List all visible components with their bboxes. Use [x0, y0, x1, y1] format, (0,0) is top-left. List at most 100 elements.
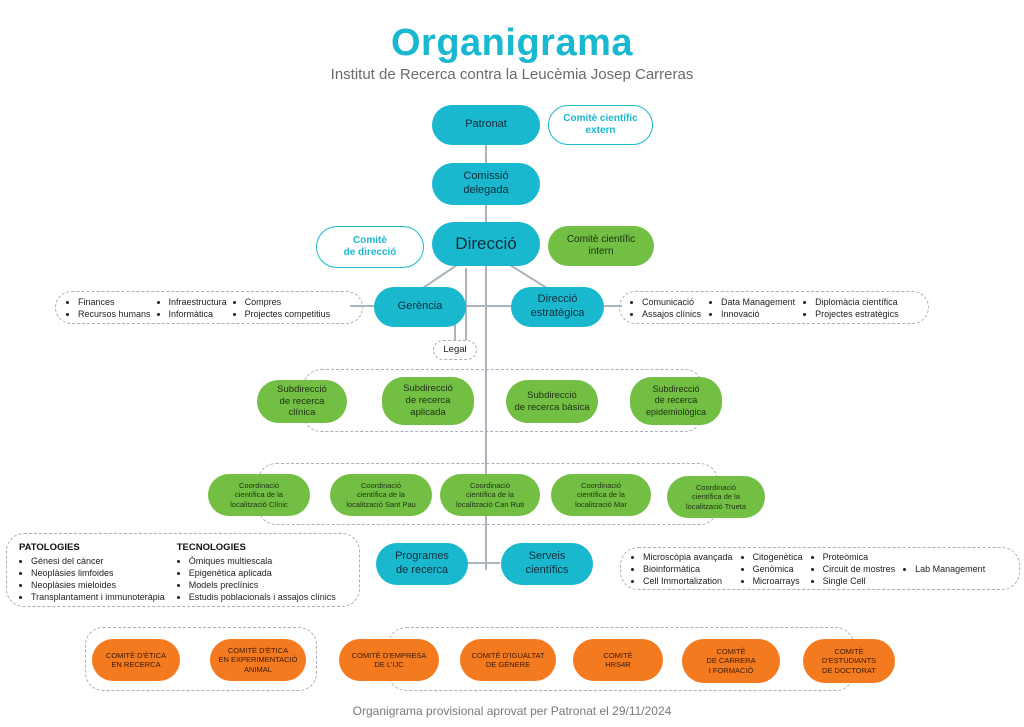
coordinacio-label: Coordinació científica de la localitzaci…: [575, 480, 627, 509]
legal-node[interactable]: Legal: [433, 340, 477, 360]
subdireccio-epidemiologica-node[interactable]: Subdirecció de recerca epidemiològica: [630, 377, 722, 425]
estrategica-col1: Comunicació Assajos clínics: [630, 296, 701, 320]
comite-label: Comitè d'ètica en experimentació animal: [218, 645, 298, 674]
gerencia-col3: Compres Projectes competitius: [233, 296, 331, 320]
serveis-node[interactable]: Serveis científics: [501, 543, 593, 585]
serveis-label: Serveis científics: [525, 550, 569, 576]
list-item: Cell Immortalization: [643, 575, 733, 587]
direccio-estrategica-label: Direcció estratègica: [530, 293, 585, 319]
list-item: Epigenètica aplicada: [189, 567, 336, 579]
comite-etica-recerca-node[interactable]: Comitè d'ètica en recerca: [92, 639, 180, 681]
comite-extern-node[interactable]: Comitè científic extern: [548, 105, 653, 145]
estrategica-list: Comunicació Assajos clínics Data Managem…: [619, 291, 929, 324]
programes-node[interactable]: Programes de recerca: [376, 543, 468, 585]
comite-intern-label: Comitè científic intern: [566, 233, 636, 258]
list-item: Citogenètica: [753, 551, 803, 563]
subdireccio-aplicada-node[interactable]: Subdirecció de recerca aplicada: [382, 377, 474, 425]
list-item: Finances: [78, 296, 151, 308]
coordinacio-trueta-node[interactable]: Coordinació científica de la localitzaci…: [667, 476, 765, 518]
comissio-label: Comissió delegada: [463, 170, 509, 196]
list-item: Informàtica: [169, 308, 227, 320]
list-item: Transplantament i immunoteràpia: [31, 591, 165, 603]
list-item: Gènesi del càncer: [31, 555, 165, 567]
list-item: Proteòmica: [823, 551, 896, 563]
comite-extern-label: Comitè científic extern: [563, 112, 638, 137]
footer-note: Organigrama provisional aprovat per Patr…: [352, 704, 672, 718]
patronat-node[interactable]: Patronat: [432, 105, 540, 145]
list-item: Single Cell: [823, 575, 896, 587]
list-item: Lab Management: [915, 563, 985, 575]
coordinacio-label: Coordinació científica de la localitzaci…: [346, 480, 416, 509]
comites-etica-group: [85, 627, 317, 691]
comite-etica-animal-node[interactable]: Comitè d'ètica en experimentació animal: [210, 639, 306, 681]
estrategica-col3: Diplomàcia científica Projectes estratèg…: [803, 296, 899, 320]
comite-label: Comitè de carrera i formació: [706, 646, 756, 675]
coordinacio-santpau-node[interactable]: Coordinació científica de la localitzaci…: [330, 474, 432, 516]
comite-igualtat-node[interactable]: Comitè d'igualtat de gènere: [460, 639, 556, 681]
patronat-label: Patronat: [465, 118, 507, 131]
list-item: Neoplàsies mieloides: [31, 579, 165, 591]
estrategica-col2: Data Management Innovació: [709, 296, 795, 320]
coordinacio-label: Coordinació científica de la localitzaci…: [685, 482, 747, 511]
gerencia-col2: Infraestructura Informàtica: [157, 296, 227, 320]
comite-label: Comitè HRS4R: [603, 650, 633, 669]
list-item: Microarrays: [753, 575, 803, 587]
list-item: Bioinformàtica: [643, 563, 733, 575]
coordinacio-canruti-node[interactable]: Coordinació científica de la localitzaci…: [440, 474, 540, 516]
subdireccio-basica-node[interactable]: Subdirecció de recerca bàsica: [506, 380, 598, 423]
coordinacio-label: Coordinació científica de la localitzaci…: [456, 480, 524, 509]
gerencia-list: Finances Recursos humans Infraestructura…: [55, 291, 363, 324]
coordinacio-clinic-node[interactable]: Coordinació científica de la localitzaci…: [208, 474, 310, 516]
comite-label: Comitè d'ètica en recerca: [105, 650, 167, 669]
comite-label: Comitè d'igualtat de gènere: [471, 650, 545, 669]
coordinacio-label: Coordinació científica de la localitzaci…: [230, 480, 288, 509]
comite-label: Comitè d'estudiants de doctorat: [821, 646, 877, 675]
list-item: Circuit de mostres: [823, 563, 896, 575]
tecnologies-list: Òmiques multiescala Epigenètica aplicada…: [177, 555, 336, 603]
gerencia-col1: Finances Recursos humans: [66, 296, 151, 320]
tecnologies-block: TECNOLOGIES Òmiques multiescala Epigenèt…: [177, 542, 336, 606]
tecnologies-title: TECNOLOGIES: [176, 542, 246, 553]
list-item: Compres: [245, 296, 331, 308]
subdireccio-label: Subdirecció de recerca bàsica: [514, 389, 590, 413]
direccio-node[interactable]: Direcció: [432, 222, 540, 266]
comissio-node[interactable]: Comissió delegada: [432, 163, 540, 205]
page-subtitle: Institut de Recerca contra la Leucèmia J…: [330, 66, 694, 83]
list-item: Genòmica: [753, 563, 803, 575]
list-item: Comunicació: [642, 296, 701, 308]
list-item: Neoplàsies limfoides: [31, 567, 165, 579]
list-item: Microscòpia avançada: [643, 551, 733, 563]
comite-intern-node[interactable]: Comitè científic intern: [548, 226, 654, 266]
gerencia-node[interactable]: Gerència: [374, 287, 466, 327]
programes-label: Programes de recerca: [395, 550, 449, 576]
list-item: Projectes estratègics: [815, 308, 899, 320]
serveis-col2: Citogenètica Genòmica Microarrays: [741, 551, 803, 587]
legal-label: Legal: [443, 344, 467, 356]
list-item: Estudis poblacionals i assajos clínics: [189, 591, 336, 603]
comite-direccio-label: Comitè de direcció: [343, 234, 397, 259]
patologies-title: PATOLOGIES: [19, 542, 80, 553]
programes-list: PATOLOGIES Gènesi del càncer Neoplàsies …: [6, 533, 360, 607]
comite-hrs4r-node[interactable]: Comitè HRS4R: [573, 639, 663, 681]
serveis-list: Microscòpia avançada Bioinformàtica Cell…: [620, 547, 1020, 590]
direccio-label: Direcció: [455, 234, 517, 254]
subdireccio-clinica-node[interactable]: Subdirecció de recerca clínica: [257, 380, 347, 423]
patologies-block: PATOLOGIES Gènesi del càncer Neoplàsies …: [19, 542, 165, 606]
list-item: Assajos clínics: [642, 308, 701, 320]
comite-direccio-node[interactable]: Comitè de direcció: [316, 226, 424, 268]
comite-carrera-node[interactable]: Comitè de carrera i formació: [682, 639, 780, 683]
serveis-col1: Microscòpia avançada Bioinformàtica Cell…: [631, 551, 733, 587]
comite-label: Comitè d'empresa de l'IJC: [351, 650, 427, 669]
direccio-estrategica-node[interactable]: Direcció estratègica: [511, 287, 604, 327]
list-item: Innovació: [721, 308, 795, 320]
list-item: Òmiques multiescala: [189, 555, 336, 567]
list-item: Models preclínics: [189, 579, 336, 591]
comite-empresa-node[interactable]: Comitè d'empresa de l'IJC: [339, 639, 439, 681]
comite-estudiants-node[interactable]: Comitè d'estudiants de doctorat: [803, 639, 895, 683]
subdireccio-label: Subdirecció de recerca aplicada: [403, 383, 453, 418]
list-item: Projectes competitius: [245, 308, 331, 320]
list-item: Diplomàcia científica: [815, 296, 899, 308]
subdireccio-label: Subdirecció de recerca epidemiològica: [645, 384, 707, 417]
coordinacio-mar-node[interactable]: Coordinació científica de la localitzaci…: [551, 474, 651, 516]
list-item: Data Management: [721, 296, 795, 308]
